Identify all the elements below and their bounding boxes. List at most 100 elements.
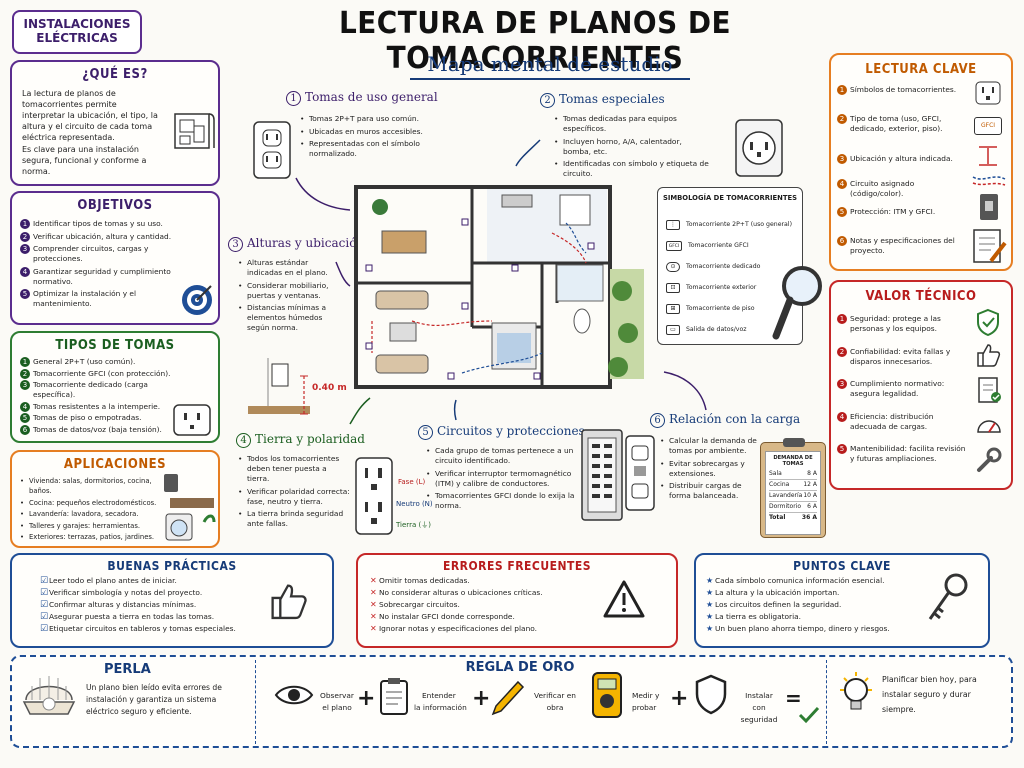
- valor-box: VALOR TÉCNICO Seguridad: protege a las p…: [829, 280, 1013, 490]
- clip-icon: [783, 438, 805, 447]
- eye-icon: [274, 685, 314, 705]
- notes-icon: [973, 229, 1007, 263]
- error-item: Sobrecargar circuitos.: [368, 600, 588, 610]
- clipboard-icon: [380, 678, 408, 715]
- regla-title: REGLA DE ORO: [465, 660, 575, 675]
- s3-item: Alturas estándar indicadas en el plano.: [236, 258, 344, 278]
- section-4-list: Todos los tomacorrientes deben tener pue…: [236, 454, 350, 532]
- s3-item: Considerar mobiliario, puertas y ventana…: [236, 281, 344, 301]
- strip-divider-right: [826, 660, 827, 744]
- badge-line2: ELÉCTRICAS: [36, 31, 118, 45]
- simbologia-panel: SIMBOLOGÍA DE TOMACORRIENTES ⋮Tomacorrie…: [657, 187, 803, 345]
- lightbulb-icon: [840, 672, 872, 710]
- buenas-box: BUENAS PRÁCTICAS Leer todo el plano ante…: [10, 553, 334, 648]
- s5-item: Cada grupo de tomas pertenece a un circu…: [424, 446, 584, 466]
- magnifier-icon: [772, 266, 822, 340]
- valor-item: Mantenibilidad: facilita revisión y futu…: [837, 444, 971, 464]
- section-1-list: Tomas 2P+T para uso común. Ubicadas en m…: [298, 114, 438, 162]
- sym-row: ⊙Tomacorriente dedicado: [666, 256, 792, 277]
- sym-exterior-icon: ⊡: [666, 282, 680, 293]
- que-es-box: ¿QUÉ ES? La lectura de planos de tomacor…: [10, 60, 220, 186]
- buenas-item: Leer todo el plano antes de iniciar.: [38, 576, 268, 586]
- perla-title: PERLA: [104, 662, 151, 677]
- shield-icon: [977, 308, 999, 336]
- page-subtitle: Mapa mental de estudio: [410, 52, 690, 80]
- tipo-item: General 2P+T (uso común).: [20, 357, 180, 367]
- errores-list: Omitir tomas dedicadas. No considerar al…: [368, 576, 588, 636]
- objetivo-item: Garantizar seguridad y cumplimiento norm…: [20, 266, 180, 287]
- aplicaciones-box: APLICACIONES Vivienda: salas, dormitorio…: [10, 450, 220, 548]
- aplicacion-item: Cocina: pequeños electrodomésticos.: [18, 498, 168, 508]
- document-check-icon: [978, 377, 1001, 403]
- objetivo-item: Identificar tipos de tomas y su uso.: [20, 219, 180, 229]
- bottom-strip: [10, 655, 1013, 748]
- section-5-list: Cada grupo de tomas pertenece a un circu…: [424, 446, 584, 514]
- lectura-gfci-icon: GFCI: [974, 117, 1002, 135]
- buenas-list: Leer todo el plano antes de iniciar. Ver…: [38, 576, 268, 636]
- tipo-item: Tomas resistentes a la intemperie.: [20, 401, 180, 412]
- thumbs-up-icon: [271, 584, 307, 620]
- buenas-title: BUENAS PRÁCTICAS: [107, 559, 237, 573]
- thumbs-up-icon: [977, 344, 1001, 367]
- plus-icon: +: [357, 686, 376, 711]
- buenas-item: Verificar simbología y notas del proyect…: [38, 588, 268, 598]
- section-6-list: Calcular la demanda de tomas por ambient…: [658, 436, 758, 504]
- error-item: No considerar alturas o ubicaciones crít…: [368, 588, 588, 598]
- special-outlet-icon: [735, 119, 783, 177]
- puntos-box: PUNTOS CLAVE Cada símbolo comunica infor…: [694, 553, 990, 648]
- lectura-title: LECTURA CLAVE: [865, 62, 977, 77]
- buenas-item: Asegurar puesta a tierra en todas las to…: [38, 612, 268, 622]
- lectura-item: Protección: ITM y GFCI.: [837, 207, 969, 233]
- multimeter-icon: [592, 672, 622, 718]
- sym-row: ▭Salida de datos/voz: [666, 319, 792, 340]
- errores-box: ERRORES FRECUENTES Omitir tomas dedicada…: [356, 553, 678, 648]
- sym-data-icon: ▭: [666, 324, 680, 335]
- header-badge: INSTALACIONES ELÉCTRICAS: [12, 10, 142, 54]
- aplicacion-item: Talleres y garajes: herramientas.: [18, 521, 168, 531]
- s4-item: La tierra brinda seguridad ante fallas.: [236, 509, 350, 529]
- sym-floor-icon: ⊞: [666, 303, 680, 314]
- s2-item: Incluyen horno, A/A, calentador, bomba, …: [552, 137, 712, 157]
- height-dimension-label: 0.40 m: [312, 383, 347, 393]
- key-icon: [928, 573, 968, 620]
- wrench-icon: [977, 447, 1002, 472]
- tipo-item: Tomas de datos/voz (baja tensión).: [20, 424, 180, 435]
- sym-dedicated-icon: ⊙: [666, 261, 680, 272]
- s3-item: Distancias mínimas a elementos húmedos s…: [236, 303, 344, 333]
- punto-item: La tierra es obligatoria.: [704, 612, 914, 622]
- aplicacion-item: Lavandería: lavadora, secadora.: [18, 509, 168, 519]
- tierra-label: Tierra (⏚): [396, 521, 431, 529]
- section-3-list: Alturas estándar indicadas en el plano. …: [236, 258, 344, 336]
- breaker-icon: [980, 194, 998, 220]
- aplicaciones-title: APLICACIONES: [63, 457, 167, 472]
- s4-item: Verificar polaridad correcta: fase, neut…: [236, 487, 350, 507]
- valor-list: Seguridad: protege a las personas y los …: [837, 314, 971, 467]
- neutro-label: Neutro (N): [396, 500, 433, 508]
- pencil-icon: [491, 680, 525, 716]
- tipo-item: Tomas de piso o empotradas.: [20, 413, 180, 423]
- puntos-list: Cada símbolo comunica información esenci…: [704, 576, 914, 636]
- s6-item: Calcular la demanda de tomas por ambient…: [658, 436, 758, 456]
- warning-icon: [603, 580, 645, 618]
- lectura-item: Circuito asignado (código/color).: [837, 178, 969, 205]
- lectura-item: Símbolos de tomacorrientes.: [837, 85, 969, 111]
- tipos-list: General 2P+T (uso común). Tomacorriente …: [20, 357, 180, 436]
- height-marker-icon: [979, 146, 997, 166]
- outlet-icon: [173, 404, 211, 436]
- sym-row: ⊞Tomacorriente de piso: [666, 298, 792, 319]
- lectura-box: LECTURA CLAVE Símbolos de tomacorrientes…: [829, 53, 1013, 271]
- puntos-title: PUNTOS CLAVE: [793, 559, 891, 573]
